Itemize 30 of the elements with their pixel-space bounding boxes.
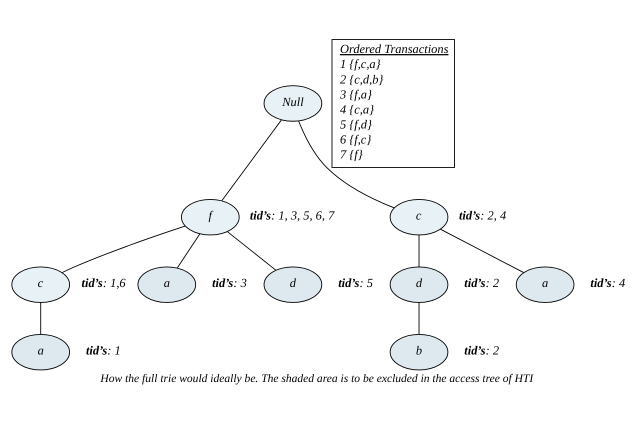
node-label: tid’s: 2	[464, 344, 500, 358]
node-ellipse: a	[516, 266, 574, 303]
node-ellipse: a	[138, 266, 196, 303]
connector	[227, 231, 276, 271]
connector	[418, 234, 420, 268]
node-label: tid’s: 2	[464, 276, 500, 290]
node-ellipse: d	[264, 266, 322, 303]
node-ellipse: Null	[264, 85, 322, 122]
node-label: tid’s: 1, 3, 5, 6, 7	[250, 208, 334, 223]
connector	[176, 234, 200, 268]
node-ellipse: a	[11, 334, 70, 370]
node-label: tid’s: 4	[590, 276, 626, 290]
node-label: tid’s: 1,6	[82, 276, 126, 290]
node-ellipse: c	[390, 198, 448, 236]
connector	[440, 228, 524, 274]
caption: How the full trie would ideally be. The shaded area is to be excluded in the access tree of HTI	[100, 372, 534, 385]
connector	[40, 302, 42, 335]
node-label: tid’s: 5	[338, 276, 373, 290]
node-label: tid’s: 1	[86, 344, 121, 358]
node-label: tid’s: 3	[212, 276, 247, 290]
connector	[298, 120, 395, 208]
node-box: Ordered Transactions 1 {f,c,a} 2 {c,d,b} 3 {f,a} 4 {c,a} 5 {f,d} 6 {f,c} 7 {f}	[332, 39, 455, 168]
connector	[222, 120, 282, 201]
connector	[418, 302, 420, 335]
node-ellipse: c	[11, 266, 70, 303]
node-ellipse: f	[181, 198, 240, 236]
node-ellipse: b	[390, 334, 448, 370]
connector	[62, 226, 186, 273]
node-ellipse: d	[390, 266, 448, 303]
node-label: tid’s: 2, 4	[458, 208, 506, 223]
